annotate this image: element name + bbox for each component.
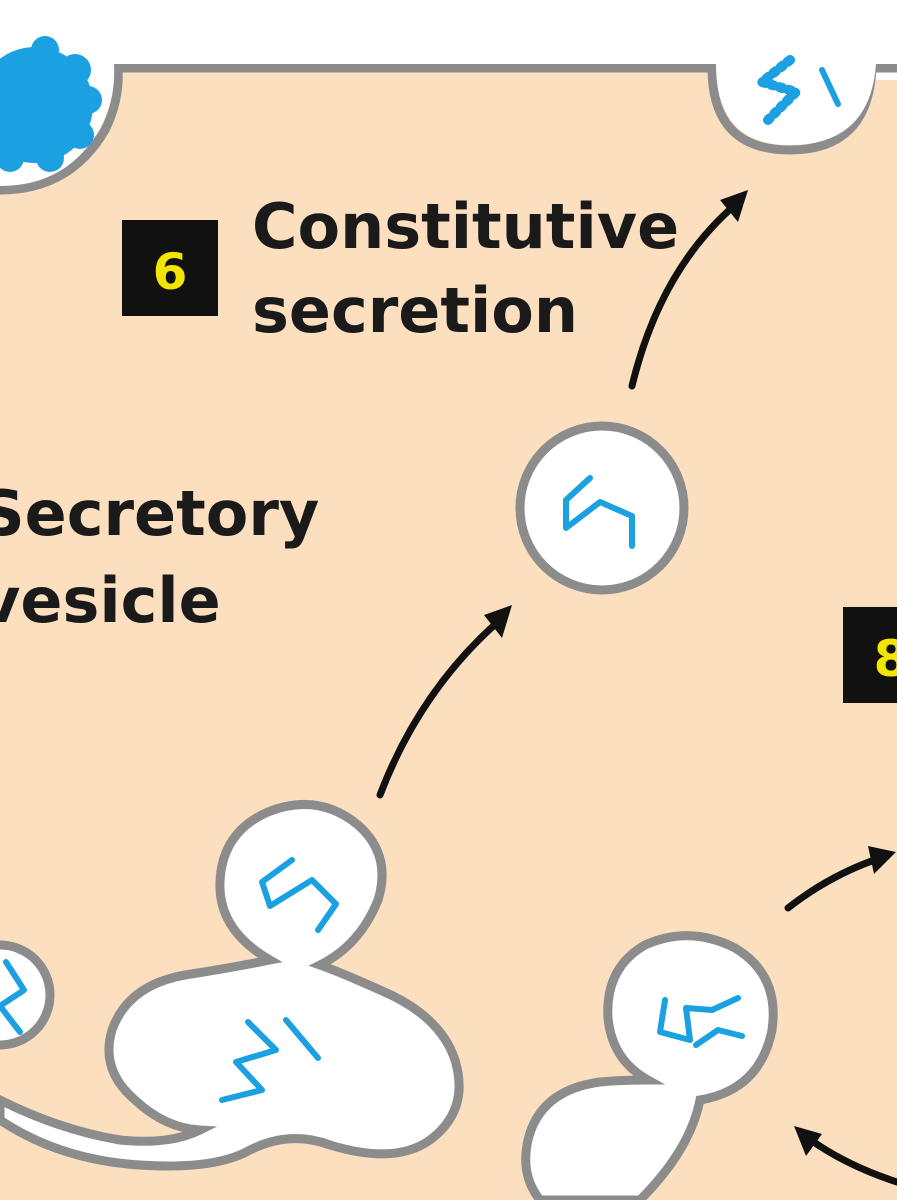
- step-6-number: 6: [153, 243, 188, 301]
- trans-golgi-cisterna: [0, 799, 464, 1171]
- vesicle-label-line1: Secretory: [0, 477, 319, 550]
- secreted-protein-blob: [0, 36, 102, 172]
- arrow-right-upper: [784, 846, 896, 912]
- plasma-membrane: [0, 63, 897, 195]
- step-8-marker: 8: [843, 607, 897, 703]
- fusing-vesicle: [757, 55, 841, 125]
- secretory-vesicle: [515, 421, 689, 595]
- arrow-to-vesicle: [376, 605, 512, 799]
- arrow-to-membrane: [628, 190, 748, 390]
- step-6-label-line1: Constitutive: [252, 190, 679, 263]
- left-partial-vesicle: [0, 940, 55, 1050]
- step-6-label-line2: secretion: [252, 274, 578, 347]
- extracellular-space: [0, 0, 897, 186]
- regulated-budding-vesicle: [521, 931, 778, 1200]
- step-8-number: 8: [874, 630, 897, 688]
- arrow-right-lower: [794, 1126, 897, 1186]
- step-6-marker: 6: [122, 220, 218, 316]
- vesicle-label-line2: vesicle: [0, 564, 221, 637]
